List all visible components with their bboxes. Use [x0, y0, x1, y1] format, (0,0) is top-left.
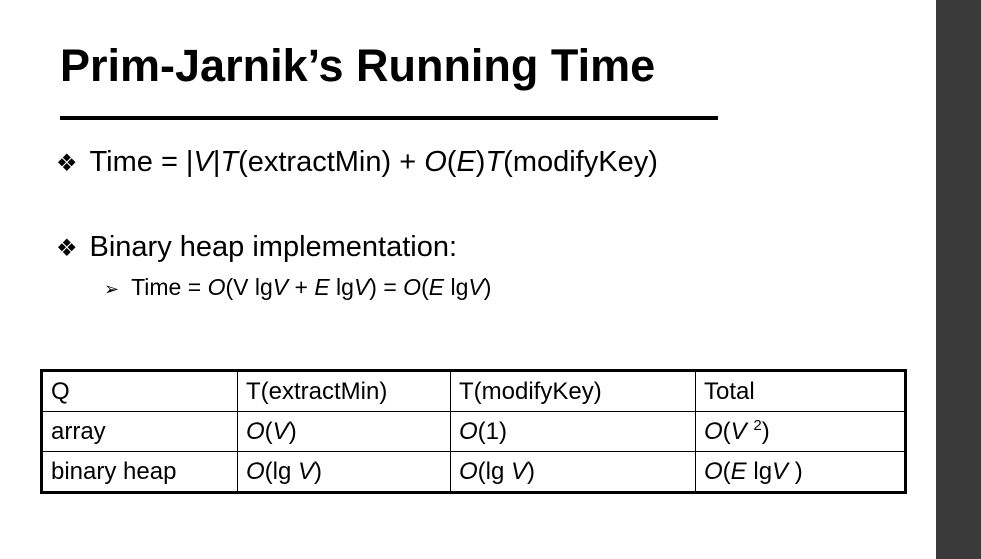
bullet-time-formula: ❖ Time = |V|T(extractMin) + O(E)T(modify… [56, 146, 658, 179]
slide-title: Prim-Jarnik’s Running Time [60, 40, 656, 91]
table-cell-q: array [41, 411, 238, 452]
bullet-text: Time = |V|T(extractMin) + O(E)T(modifyKe… [89, 146, 658, 178]
table-row: array O(V) O(1) O(V 2) [41, 411, 906, 452]
table-header-cell: T(extractMin) [237, 370, 451, 412]
table-cell-modify: O(lg V) [450, 451, 696, 493]
sub-bullet-text: Time = O(V lgV + E lgV) = O(E lgV) [131, 274, 492, 300]
table-header-cell: Total [695, 370, 906, 412]
title-underline [60, 116, 718, 120]
table-cell-q: binary heap [41, 451, 238, 493]
table-cell-extract: O(V) [237, 411, 451, 452]
diamond-bullet-icon: ❖ [56, 235, 78, 262]
bullet-binary-heap: ❖ Binary heap implementation: [56, 231, 457, 264]
bullet-text: Binary heap implementation: [89, 231, 458, 263]
table-cell-extract: O(lg V) [237, 451, 451, 493]
table-header-cell: T(modifyKey) [450, 370, 696, 412]
table-cell-total: O(E lgV ) [695, 451, 906, 493]
table-header-cell: Q [41, 370, 238, 412]
table-cell-modify: O(1) [450, 411, 696, 452]
arrow-bullet-icon: ➢ [104, 279, 120, 299]
running-time-table: Q T(extractMin) T(modifyKey) Total array… [40, 369, 907, 494]
table-header-row: Q T(extractMin) T(modifyKey) Total [41, 370, 906, 412]
diamond-bullet-icon: ❖ [56, 150, 78, 177]
table-row: binary heap O(lg V) O(lg V) O(E lgV ) [41, 451, 906, 493]
table-cell-total: O(V 2) [695, 411, 906, 452]
side-panel [936, 0, 981, 559]
sub-bullet-heap-time: ➢ Time = O(V lgV + E lgV) = O(E lgV) [104, 274, 491, 301]
